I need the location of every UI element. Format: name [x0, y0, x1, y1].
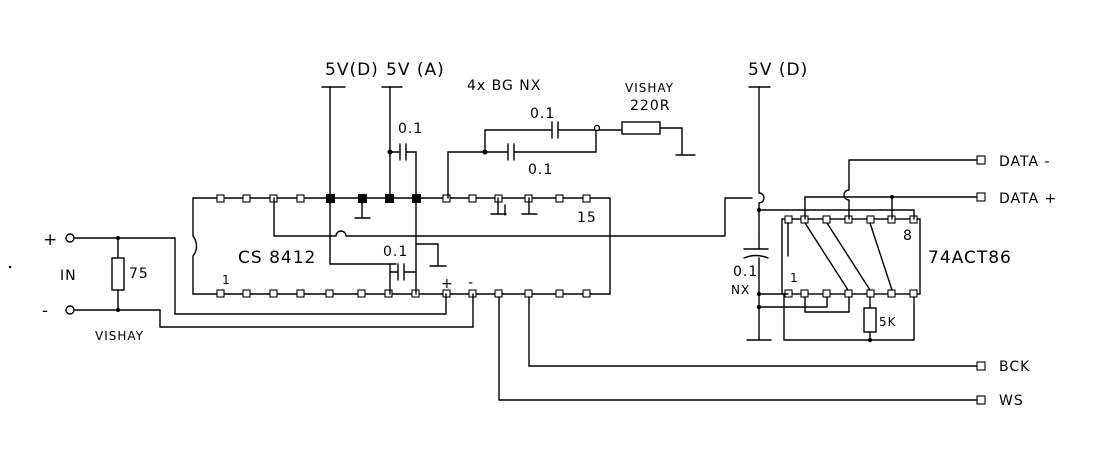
74act86-label: 74ACT86	[928, 248, 1012, 268]
clock-outputs: BCK WS	[498, 296, 1030, 409]
xor-decoupling-capacitor: 0.1 NX	[731, 235, 828, 341]
input-resistor-75	[111, 257, 125, 291]
output-bck: BCK	[999, 359, 1030, 375]
supply-label-5v-a: 5V (A)	[386, 60, 445, 80]
vref-cap-value: 0.1	[383, 244, 408, 260]
74act86-pin1-label: 1	[790, 271, 799, 285]
ws-terminal	[976, 395, 986, 405]
pull-resistor-value: 5K	[879, 315, 897, 329]
resistor-brand-top: VISHAY	[625, 81, 674, 95]
input-resistor-value: 75	[129, 266, 149, 282]
supply-5v-digital-right: 5V (D)	[748, 60, 915, 237]
input-minus-terminal	[65, 305, 75, 315]
cs8412-pin15-label: 15	[577, 210, 597, 226]
data-minus-terminal	[976, 155, 986, 165]
xor-cap-type: NX	[731, 283, 750, 297]
input-plus: +	[43, 230, 58, 250]
decoupling-cap-value: 0.1	[398, 121, 423, 137]
internal-wiring	[273, 197, 753, 267]
supply-5v-analog: 5V (A)	[381, 60, 445, 199]
ground-stubs-top	[354, 197, 538, 219]
74act86-pin8-label: 8	[903, 228, 913, 244]
filter-resistor-220r: VISHAY 220R	[621, 81, 696, 156]
output-data-minus: DATA -	[999, 154, 1051, 170]
supply-5v-digital-left: 5V(D)	[321, 60, 379, 199]
data-plus-terminal	[976, 192, 986, 202]
pull-resistor-5k	[863, 307, 877, 333]
vref-capacitor: 0.1	[383, 243, 417, 295]
ground-bus: 5K	[783, 293, 915, 343]
spdif-input: + - IN 75 VISHAY	[42, 230, 474, 343]
decoupling-capacitor-analog: 0.1	[387, 121, 423, 199]
chip-minus-mark: -	[468, 275, 474, 291]
supply-label-5v-d: 5V(D)	[325, 60, 379, 80]
74act86-top-pins	[784, 215, 918, 224]
74act86-chip: 8 1 74ACT86	[781, 215, 1012, 298]
data-outputs: DATA - DATA +	[804, 154, 1057, 220]
input-minus: -	[42, 301, 49, 321]
cs8412-pin1-label: 1	[222, 273, 231, 287]
filter-cap-top-value: 0.1	[530, 106, 555, 122]
74act86-body	[781, 218, 921, 295]
resistor-value-220r: 220R	[630, 98, 670, 114]
cap-note: 4x BG NX	[467, 78, 541, 94]
filter-cap-bottom-value: 0.1	[528, 162, 553, 178]
output-data-plus: DATA +	[999, 191, 1057, 207]
bck-terminal	[976, 361, 986, 371]
filter-network: 4x BG NX 0.1 0.1	[447, 78, 623, 199]
output-ws: WS	[999, 393, 1024, 409]
input-resistor-brand: VISHAY	[95, 329, 144, 343]
supply-label-5v-d-right: 5V (D)	[748, 60, 808, 80]
chip-plus-mark: +	[441, 276, 454, 292]
cs8412-label: CS 8412	[238, 248, 316, 268]
input-label: IN	[60, 268, 77, 284]
input-plus-terminal	[65, 233, 75, 243]
xor-cap-value: 0.1	[733, 264, 758, 280]
